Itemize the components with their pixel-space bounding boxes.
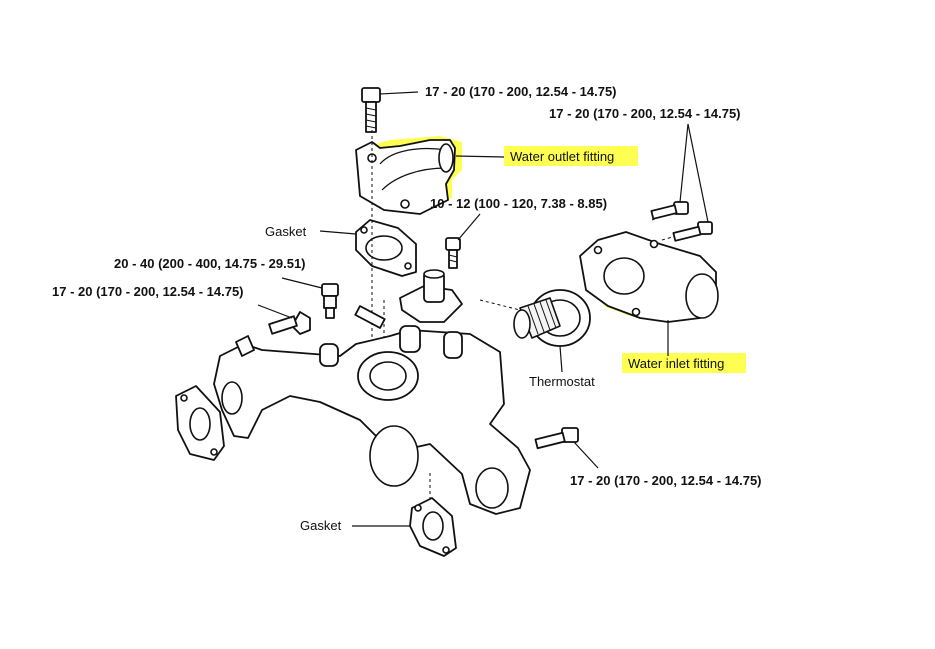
thermostat-housing-cap [399, 269, 463, 323]
bottom-bolt-torque-label: 17 - 20 (170 - 200, 12.54 - 14.75) [570, 473, 762, 488]
water-inlet-fitting [579, 231, 719, 323]
water-inlet-fitting-label: Water inlet fitting [628, 356, 724, 371]
outlet-small-bolt [445, 237, 461, 269]
thermostat [513, 289, 591, 347]
right-bolt-lower [672, 221, 713, 242]
bottom-bolt [534, 427, 579, 450]
left-bolt-torque-label: 17 - 20 (170 - 200, 12.54 - 14.75) [52, 284, 244, 299]
upper-gasket-label: Gasket [265, 224, 307, 239]
lower-gasket-label: Gasket [300, 518, 342, 533]
top-bolt-torque-label: 17 - 20 (170 - 200, 12.54 - 14.75) [425, 84, 617, 99]
water-manifold [213, 325, 531, 515]
right-bolt-upper [650, 201, 689, 220]
water-outlet-fitting-label: Water outlet fitting [510, 149, 614, 164]
left-bolt [268, 311, 311, 335]
outlet-bolt-torque-label: 10 - 12 (100 - 120, 7.38 - 8.85) [430, 196, 607, 211]
right-bolts-torque-label: 17 - 20 (170 - 200, 12.54 - 14.75) [549, 106, 741, 121]
lower-gasket [409, 497, 457, 557]
top-bolt [361, 87, 381, 133]
upper-gasket [355, 219, 417, 277]
thermostat-label: Thermostat [529, 374, 595, 389]
water-outlet-label-highlight [504, 146, 638, 166]
water-inlet-label-highlight [622, 353, 746, 373]
temperature-sensor [321, 283, 339, 319]
left-gasket [175, 385, 225, 461]
sensor-torque-label: 20 - 40 (200 - 400, 14.75 - 29.51) [114, 256, 306, 271]
stud [354, 305, 386, 329]
